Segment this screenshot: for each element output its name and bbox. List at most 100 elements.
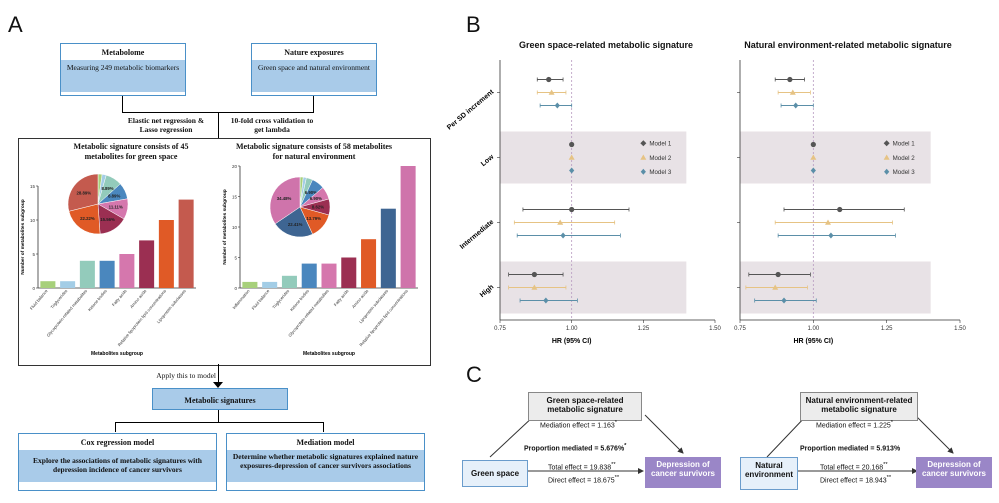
pie-label: 8.89% — [108, 194, 120, 199]
green-mediator-box: Green space-related metabolic signature — [528, 392, 642, 421]
legend-label: Model 2 — [649, 155, 672, 162]
green-depression-box: Depression of cancer survivors — [645, 457, 721, 488]
group-label: Per SD increment — [446, 88, 496, 131]
pie-label: 15.56% — [100, 217, 115, 222]
pie-slice — [67, 173, 99, 212]
nature-exposures-body: Green space and natural environment — [252, 60, 376, 92]
green-chart-title: Metabolic signature consists of 45 metab… — [73, 142, 189, 161]
natural-forest-title: Natural environment-related metabolic si… — [744, 40, 952, 50]
arrow-down-icon — [213, 382, 223, 388]
bar — [242, 281, 258, 288]
legend-marker — [640, 154, 647, 160]
pie-label: 13.79% — [306, 216, 321, 221]
x-tick-label: Triglycerides — [49, 288, 68, 309]
panel-label-a: A — [8, 12, 23, 37]
natural-depression-box: Depression of cancer survivors — [916, 457, 992, 488]
cox-title: Cox regression model — [80, 438, 155, 447]
y-tick-label: 0 — [234, 286, 237, 291]
pie-label: 6.90% — [305, 190, 317, 195]
x-tick-label: 0.75 — [734, 326, 746, 332]
x-tick-label: 0.75 — [494, 326, 506, 332]
natural-chart-title: Metabolic signature consists of 58 metab… — [235, 142, 393, 161]
cox-regression-box: Cox regression model Explore the associa… — [18, 433, 217, 491]
x-axis-label: HR (95% CI) — [793, 338, 833, 345]
y-axis-label: Number of metabolites subgroup — [20, 199, 26, 274]
pie-label: 34.48% — [277, 196, 292, 201]
metabolic-signatures-box: Metabolic signatures — [152, 388, 288, 410]
point-marker — [548, 89, 555, 95]
legend-label: Model 1 — [649, 141, 672, 148]
nature-exposures-title: Nature exposures — [284, 48, 344, 57]
y-axis-label: Number of metabolites subgroup — [222, 189, 228, 264]
connector — [122, 96, 123, 112]
y-tick-label: 10 — [30, 218, 36, 223]
y-tick-label: 20 — [232, 164, 238, 169]
legend-marker — [884, 168, 890, 175]
x-tick-label: Amino acids — [129, 288, 147, 309]
natural-mediator-box: Natural environment-related metabolic si… — [800, 392, 918, 421]
panel-label-c: C — [466, 362, 482, 387]
x-tick-label: Fluid balance — [29, 288, 49, 311]
x-tick-label: Triglycerides — [271, 288, 290, 309]
legend-label: Model 3 — [893, 169, 916, 176]
group-label: Low — [480, 153, 496, 168]
x-axis-label: Metabolites subgroup — [91, 351, 143, 357]
x-axis-label: HR (95% CI) — [552, 338, 592, 345]
point-marker — [560, 232, 566, 239]
point-marker — [568, 154, 575, 160]
green-direct-effect: Direct effect = 18.675** — [548, 475, 620, 485]
mediation-title: Mediation model — [296, 438, 355, 447]
pie-label: 22.22% — [80, 216, 95, 221]
point-marker — [787, 76, 793, 83]
cross-validation-label: 10-fold cross validation to get lambda — [230, 116, 314, 134]
legend-label: Model 2 — [893, 155, 916, 162]
pie-label: 11.11% — [109, 205, 123, 210]
green-pie-chart: 8.89%8.89%11.11%15.56%22.22%28.89% — [67, 173, 129, 235]
natural-total-effect: Total effect = 20.168** — [820, 462, 888, 472]
y-tick-label: 5 — [32, 252, 35, 257]
point-marker — [569, 206, 575, 213]
x-tick-label: Fatty acids — [111, 288, 128, 307]
bar — [178, 199, 194, 288]
legend-label: Model 3 — [649, 169, 672, 176]
point-marker — [557, 219, 564, 225]
natural-environment-box: Natural environment — [740, 457, 798, 490]
pie-slice — [269, 176, 301, 225]
metabolome-body: Measuring 249 metabolic biomarkers — [61, 60, 185, 92]
x-tick-label: Ketone bodies — [289, 288, 310, 312]
point-marker — [789, 89, 796, 95]
connector — [218, 364, 219, 386]
panel-label-b: B — [466, 12, 481, 37]
natural-direct-effect: Direct effect = 18.943** — [820, 475, 892, 485]
x-tick-label: 1.00 — [807, 326, 819, 332]
legend-marker — [640, 140, 647, 147]
x-tick-label: 1.50 — [709, 326, 721, 332]
forest-plots: 0.75 1.00 1.25 1.50 HR (95% CI) Per SD increm… — [446, 60, 966, 345]
cox-body: Explore the associations of metabolic si… — [19, 450, 216, 482]
group-band — [740, 131, 931, 184]
green-mediation-effect: Mediation effect = 1.163* — [540, 420, 618, 430]
x-tick-label: 1.25 — [881, 326, 893, 332]
natural-proportion-mediated: Proportion mediated = 5.913% — [800, 445, 901, 453]
point-marker — [775, 271, 781, 278]
bar — [262, 281, 278, 288]
x-tick-label: 1.25 — [637, 326, 649, 332]
bar — [380, 208, 396, 288]
bar — [139, 240, 155, 288]
legend-marker — [883, 154, 890, 160]
y-tick-label: 5 — [234, 256, 237, 261]
green-total-effect: Total effect = 19.838** — [548, 462, 616, 472]
x-tick-label: Fatty acids — [333, 288, 350, 307]
metabolome-box: Metabolome Measuring 249 metabolic bioma… — [60, 43, 186, 96]
point-marker — [531, 271, 537, 278]
pie-label: 8.62% — [312, 205, 324, 210]
x-tick-label: Fluid balance — [251, 288, 271, 311]
bar — [281, 275, 297, 288]
y-tick-label: 10 — [232, 225, 238, 230]
mediation-model-box: Mediation model Determine whether metabo… — [226, 433, 425, 491]
x-tick-label: Ketone bodies — [87, 288, 108, 312]
legend-label: Model 1 — [893, 141, 916, 148]
point-marker — [810, 141, 816, 148]
metabolome-title: Metabolome — [101, 48, 145, 57]
